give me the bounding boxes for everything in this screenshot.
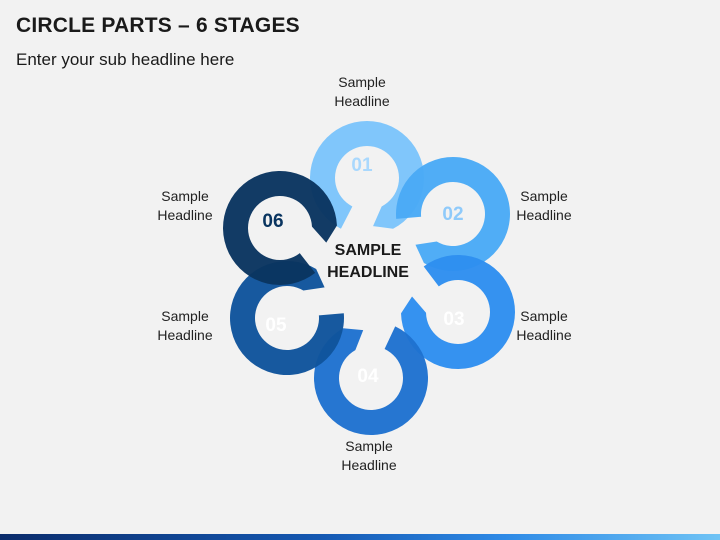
page-title: CIRCLE PARTS – 6 STAGES [16,14,300,37]
stage-number-02: 02 [442,204,463,225]
stage-number-06: 06 [262,211,283,232]
stage-label-02: Sample Headline [516,188,572,223]
stage-ring-04 [314,326,428,436]
stage-number-04: 04 [357,366,379,387]
stage-label-01: Sample Headline [334,74,390,109]
stage-rings [223,121,515,436]
stage-ring-01 [310,121,425,229]
stage-number-01: 01 [351,155,373,176]
center-headline: SAMPLE HEADLINE [308,240,428,284]
stage-number-05: 05 [265,315,287,336]
center-hub [325,226,409,310]
center-headline-line1: SAMPLE [334,242,402,259]
page-subtitle: Enter your sub headline here [16,50,235,69]
stage-number-03: 03 [443,309,464,330]
stage-label-03: Sample Headline [516,308,572,343]
center-headline-line2: HEADLINE [327,264,409,281]
stage-label-04: Sample Headline [341,438,397,473]
stage-ring-03 [401,255,515,369]
footer-gradient-bar [0,534,720,540]
stage-ring-05 [230,260,344,375]
stage-ring-02 [396,156,510,271]
stage-ring-06 [223,170,337,285]
stage-label-06: Sample Headline [157,188,213,223]
stage-numbers: 01 02 03 04 05 06 [262,155,464,387]
stage-label-05: Sample Headline [157,308,213,343]
